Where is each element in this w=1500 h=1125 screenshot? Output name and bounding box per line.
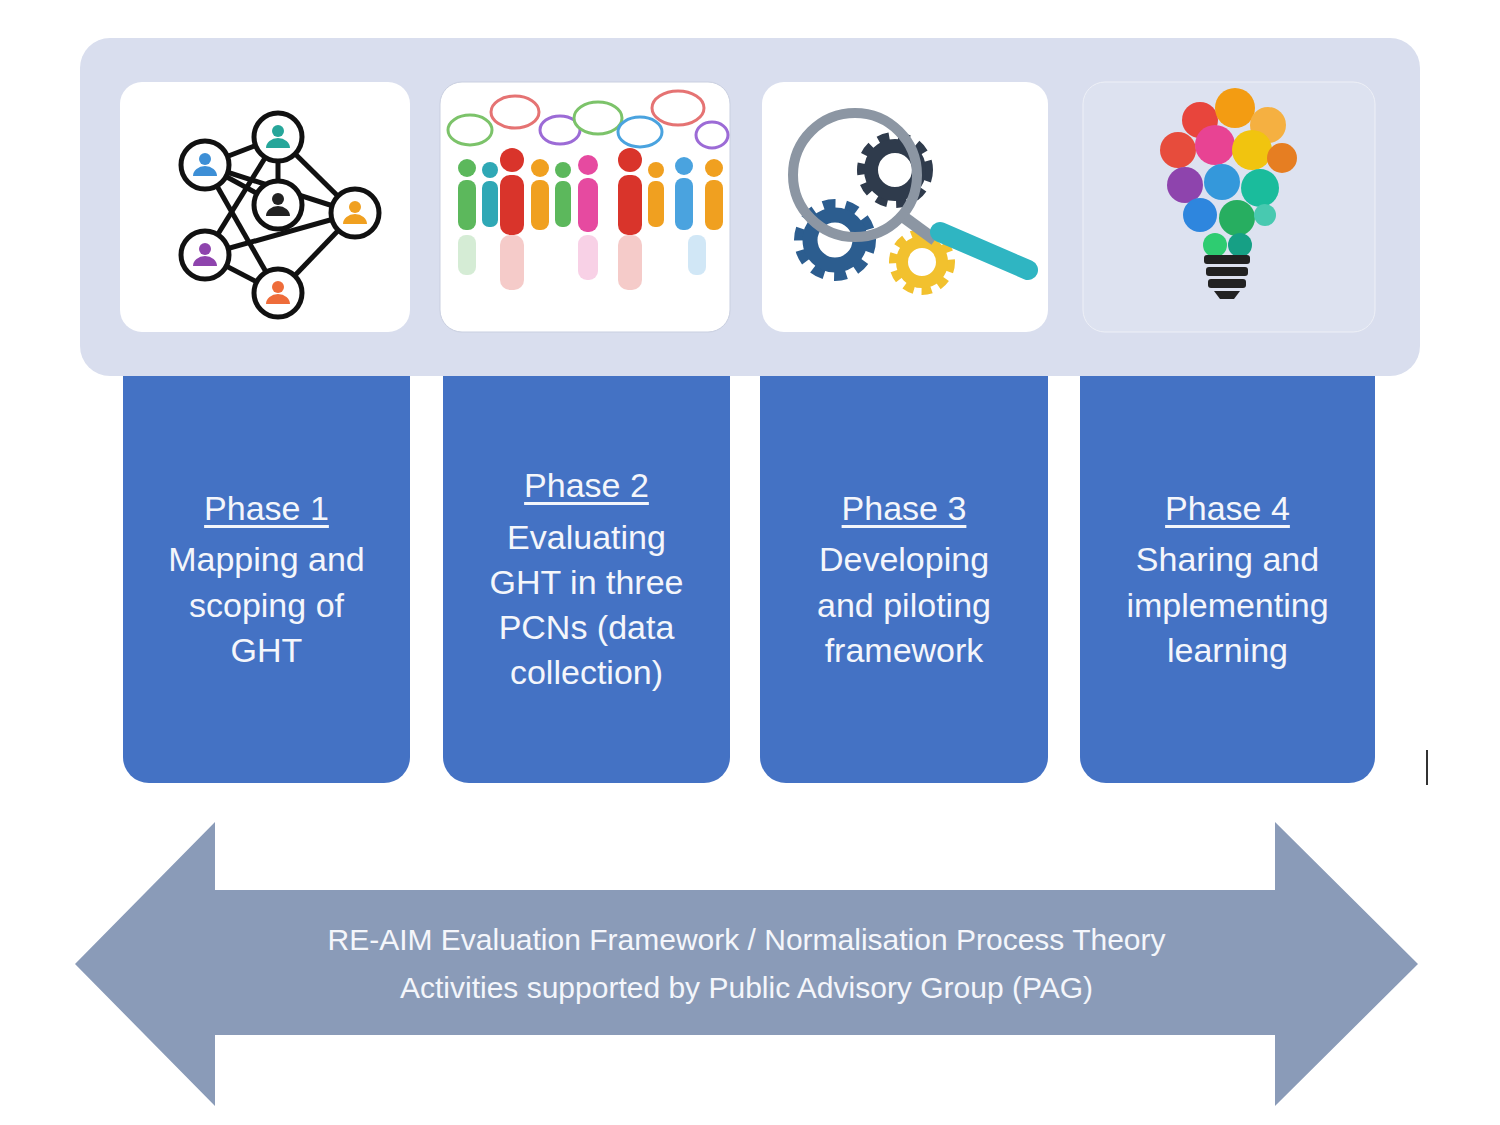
phase-box: Phase 1 Mapping and scoping of GHT bbox=[123, 376, 410, 783]
framework-text: RE-AIM Evaluation Framework / Normalisat… bbox=[327, 916, 1165, 964]
phase-heading: Phase 2 bbox=[524, 463, 649, 508]
double-arrow-shape bbox=[75, 822, 1418, 1106]
speech-bubbles bbox=[448, 91, 728, 148]
phase-heading: Phase 1 bbox=[204, 486, 329, 531]
person-dots bbox=[193, 125, 367, 304]
phase-box: Phase 4 Sharing and implementing learning bbox=[1080, 376, 1375, 783]
icon-tile bbox=[440, 82, 730, 332]
framework-arrow-band: RE-AIM Evaluation Framework / Normalisat… bbox=[75, 822, 1418, 1106]
phase-heading: Phase 4 bbox=[1165, 486, 1290, 531]
phase-description: Mapping and scoping of GHT bbox=[162, 537, 372, 673]
framework-text: Activities supported by Public Advisory … bbox=[400, 964, 1093, 1012]
people-figures bbox=[458, 148, 723, 290]
double-arrow bbox=[75, 822, 1418, 1106]
phase-description: Developing and piloting framework bbox=[797, 537, 1012, 673]
phase-box: Phase 2 Evaluating GHT in three PCNs (dat… bbox=[443, 376, 730, 783]
icon-tile bbox=[1083, 82, 1375, 332]
phase-box: Phase 3 Developing and piloting framework bbox=[760, 376, 1048, 783]
lightbulb-icon bbox=[1160, 88, 1297, 299]
network-icon bbox=[181, 113, 379, 317]
phase-heading: Phase 3 bbox=[842, 486, 967, 531]
phase-description: Sharing and implementing learning bbox=[1103, 537, 1353, 673]
stray-mark bbox=[1426, 750, 1428, 785]
icon-tile bbox=[762, 82, 1048, 332]
icon-panel bbox=[80, 38, 1420, 376]
gears-icon bbox=[793, 113, 1028, 288]
icon-tile bbox=[120, 82, 410, 332]
phase-description: Evaluating GHT in three PCNs (data colle… bbox=[472, 515, 702, 696]
